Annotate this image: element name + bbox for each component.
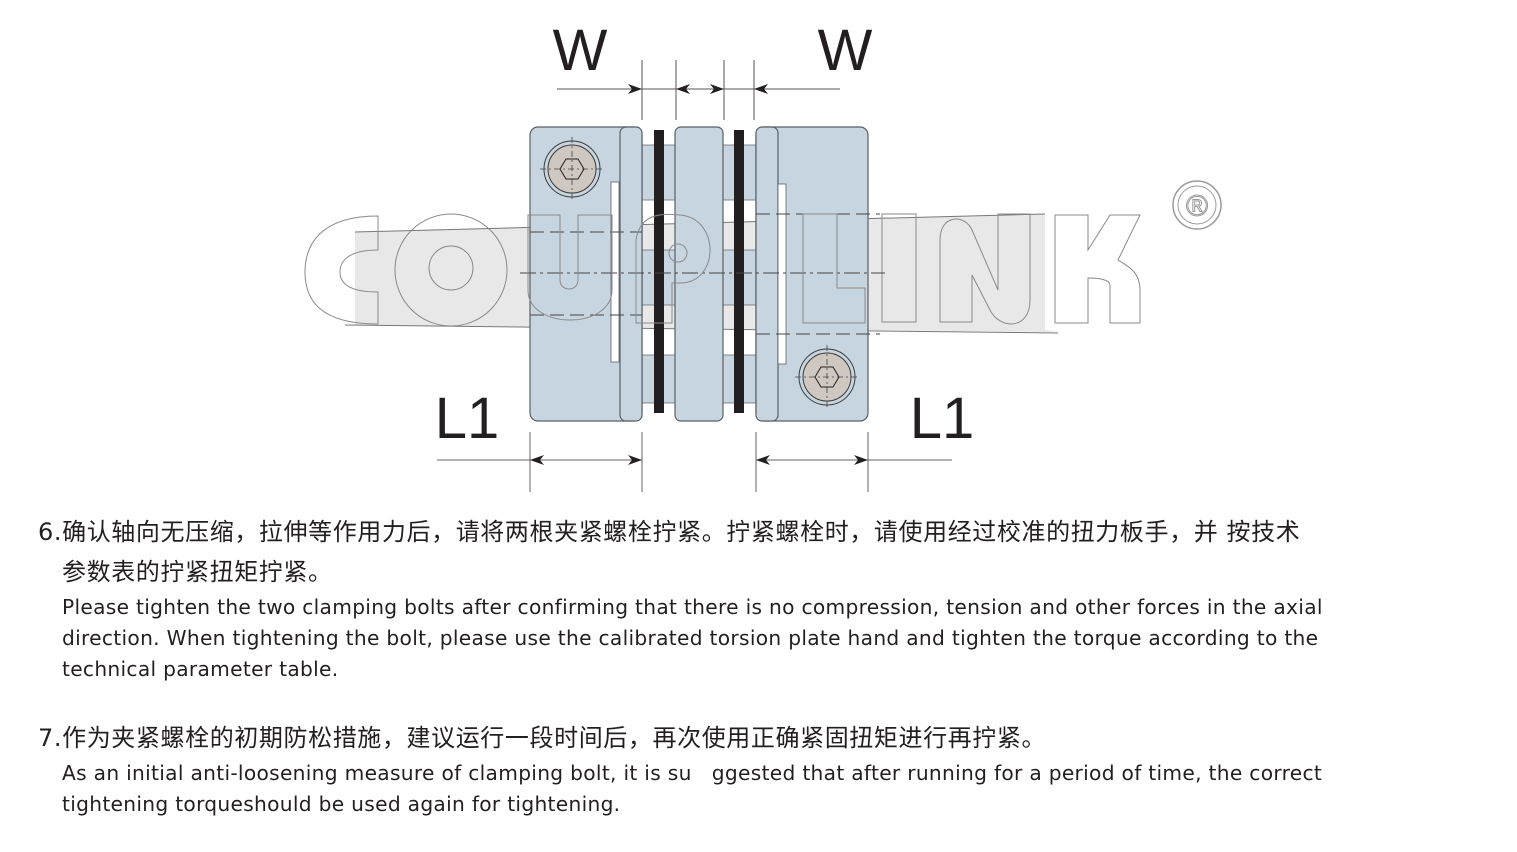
step-7-english-line-1: As an initial anti-loosening measure of … (62, 761, 1323, 785)
coupling-dimension-diagram: ® (304, 18, 1222, 492)
w-label-right: W (818, 18, 873, 83)
svg-text:®: ® (1186, 190, 1208, 223)
l1-label-left: L1 (435, 386, 500, 451)
step-7-number: 7. (38, 724, 63, 752)
disc-left (654, 130, 664, 413)
coupling-body (520, 126, 885, 422)
w-label-left: W (553, 18, 608, 83)
step-6-english-line-2: direction. When tightening the bolt, ple… (62, 626, 1319, 650)
step-6-chinese-line-2: 参数表的拧紧扭矩拧紧。 (62, 558, 333, 586)
step-6-english-line-1: Please tighten the two clamping bolts af… (62, 595, 1323, 619)
step-6-number: 6. (38, 518, 63, 546)
clamp-screw-bottom (795, 345, 859, 409)
couplink-watermark-overlay (527, 213, 866, 324)
step-7-english-line-2: tightening torqueshould be used again fo… (62, 792, 621, 816)
l1-dimension (437, 432, 952, 492)
disc-right (734, 130, 744, 413)
instruction-step-7: 7.作为夹紧螺栓的初期防松措施，建议运行一段时间后，再次使用正确紧固扭矩进行再拧… (38, 718, 1478, 820)
step-7-cn-text: 作为夹紧螺栓的初期防松措施，建议运行一段时间后，再次使用正确紧固扭矩进行再拧紧。 (62, 724, 1047, 752)
center-spacer (674, 126, 724, 422)
step-7-chinese-line-1: 7.作为夹紧螺栓的初期防松措施，建议运行一段时间后，再次使用正确紧固扭矩进行再拧… (38, 718, 1478, 758)
l1-label-right: L1 (910, 386, 975, 451)
w-dimension (557, 60, 840, 120)
step-6-english-line-3: technical parameter table. (62, 657, 339, 681)
step-6-chinese-line-1: 6.确认轴向无压缩，拉伸等作用力后，请将两根夹紧螺栓拧紧。拧紧螺栓时，请使用经过… (38, 512, 1478, 552)
clamp-screw-top (540, 137, 604, 201)
instruction-step-6: 6.确认轴向无压缩，拉伸等作用力后，请将两根夹紧螺栓拧紧。拧紧螺栓时，请使用经过… (38, 512, 1478, 685)
step-6-cn-text: 确认轴向无压缩，拉伸等作用力后，请将两根夹紧螺栓拧紧。拧紧螺栓时，请使用经过校准… (62, 518, 1301, 546)
